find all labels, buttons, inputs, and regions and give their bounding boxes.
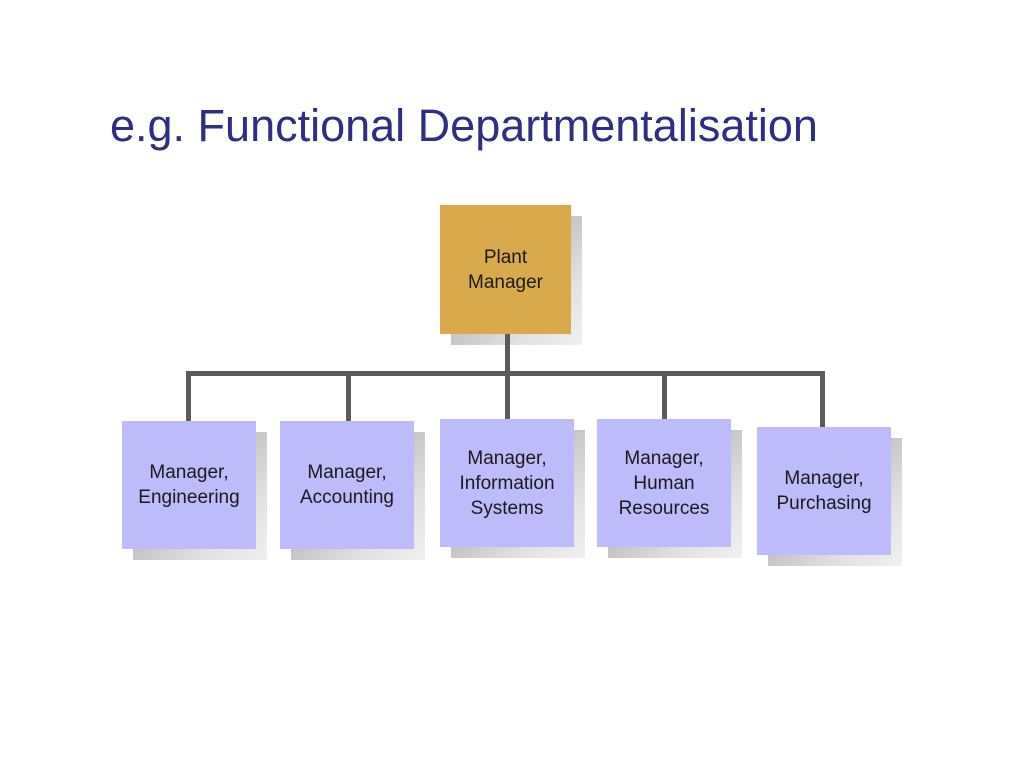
org-node-plant-manager[interactable]: Plant Manager bbox=[440, 205, 582, 345]
org-node-manager-information-systems[interactable]: Manager, Information Systems bbox=[440, 419, 585, 558]
connector-drop-information-systems bbox=[505, 371, 510, 421]
org-node-label: Manager, Human Resources bbox=[618, 447, 710, 519]
node-fill bbox=[440, 205, 571, 334]
node-fill bbox=[122, 421, 256, 549]
org-node-manager-human-resources[interactable]: Manager, Human Resources bbox=[597, 419, 742, 558]
org-node-label: Manager, Engineering bbox=[138, 462, 240, 508]
node-fill bbox=[280, 421, 414, 549]
org-node-manager-engineering[interactable]: Manager, Engineering bbox=[122, 421, 267, 560]
org-node-label: Manager, Information Systems bbox=[459, 447, 555, 519]
node-fill bbox=[440, 419, 574, 547]
org-node-label: Manager, Accounting bbox=[299, 462, 394, 508]
connector-drop-human-resources bbox=[662, 371, 667, 421]
org-node-manager-purchasing[interactable]: Manager, Purchasing bbox=[757, 427, 902, 566]
connector-drop-engineering bbox=[186, 371, 191, 423]
node-fill bbox=[597, 419, 731, 547]
connector-drop-purchasing bbox=[820, 371, 825, 429]
node-fill bbox=[757, 427, 891, 555]
page-title: e.g. Functional Departmentalisation bbox=[110, 100, 818, 152]
connector-drop-accounting bbox=[346, 371, 351, 423]
org-node-label: Plant Manager bbox=[468, 246, 543, 293]
org-node-manager-accounting[interactable]: Manager, Accounting bbox=[280, 421, 425, 560]
connector-root-stem bbox=[505, 333, 510, 375]
org-node-label: Manager, Purchasing bbox=[776, 468, 872, 514]
